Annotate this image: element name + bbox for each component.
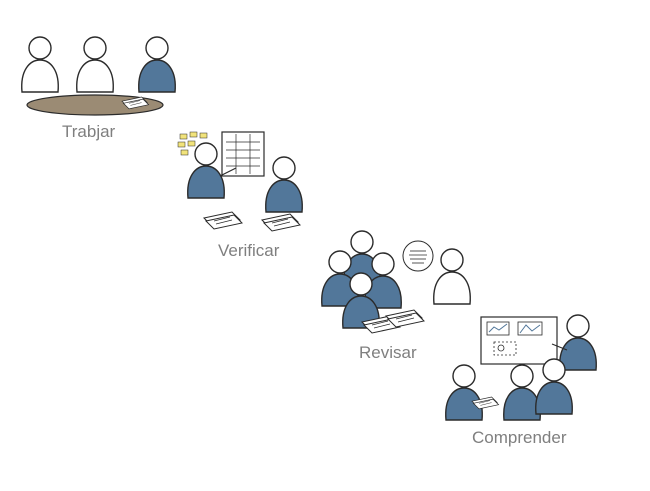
step-label-trabajar: Trabjar xyxy=(62,122,116,141)
person-blue-listener-1 xyxy=(445,364,483,421)
person-blue-1 xyxy=(138,36,176,93)
step-label-revisar: Revisar xyxy=(359,343,417,362)
sticky-notes-icon xyxy=(177,131,208,156)
scene-comprender xyxy=(445,314,597,421)
chart-board xyxy=(480,316,558,365)
scene-verificar xyxy=(177,131,303,232)
person-white-speaker xyxy=(433,248,471,305)
person-blue-pointer xyxy=(559,314,597,371)
speech-bubble-icon xyxy=(402,240,434,272)
paper-stack-icon xyxy=(261,213,301,232)
person-white-2 xyxy=(76,36,114,93)
person-blue-listener-2 xyxy=(503,364,541,421)
person-white-1 xyxy=(21,36,59,93)
paper-stack-icon xyxy=(203,211,243,230)
schedule-board xyxy=(221,131,265,177)
scene-trabajar xyxy=(21,36,176,116)
scene-revisar xyxy=(321,230,471,334)
step-label-verificar: Verificar xyxy=(218,241,280,260)
person-blue-presenter xyxy=(187,142,225,199)
person-blue-seated xyxy=(265,156,303,213)
step-label-comprender: Comprender xyxy=(472,428,567,447)
